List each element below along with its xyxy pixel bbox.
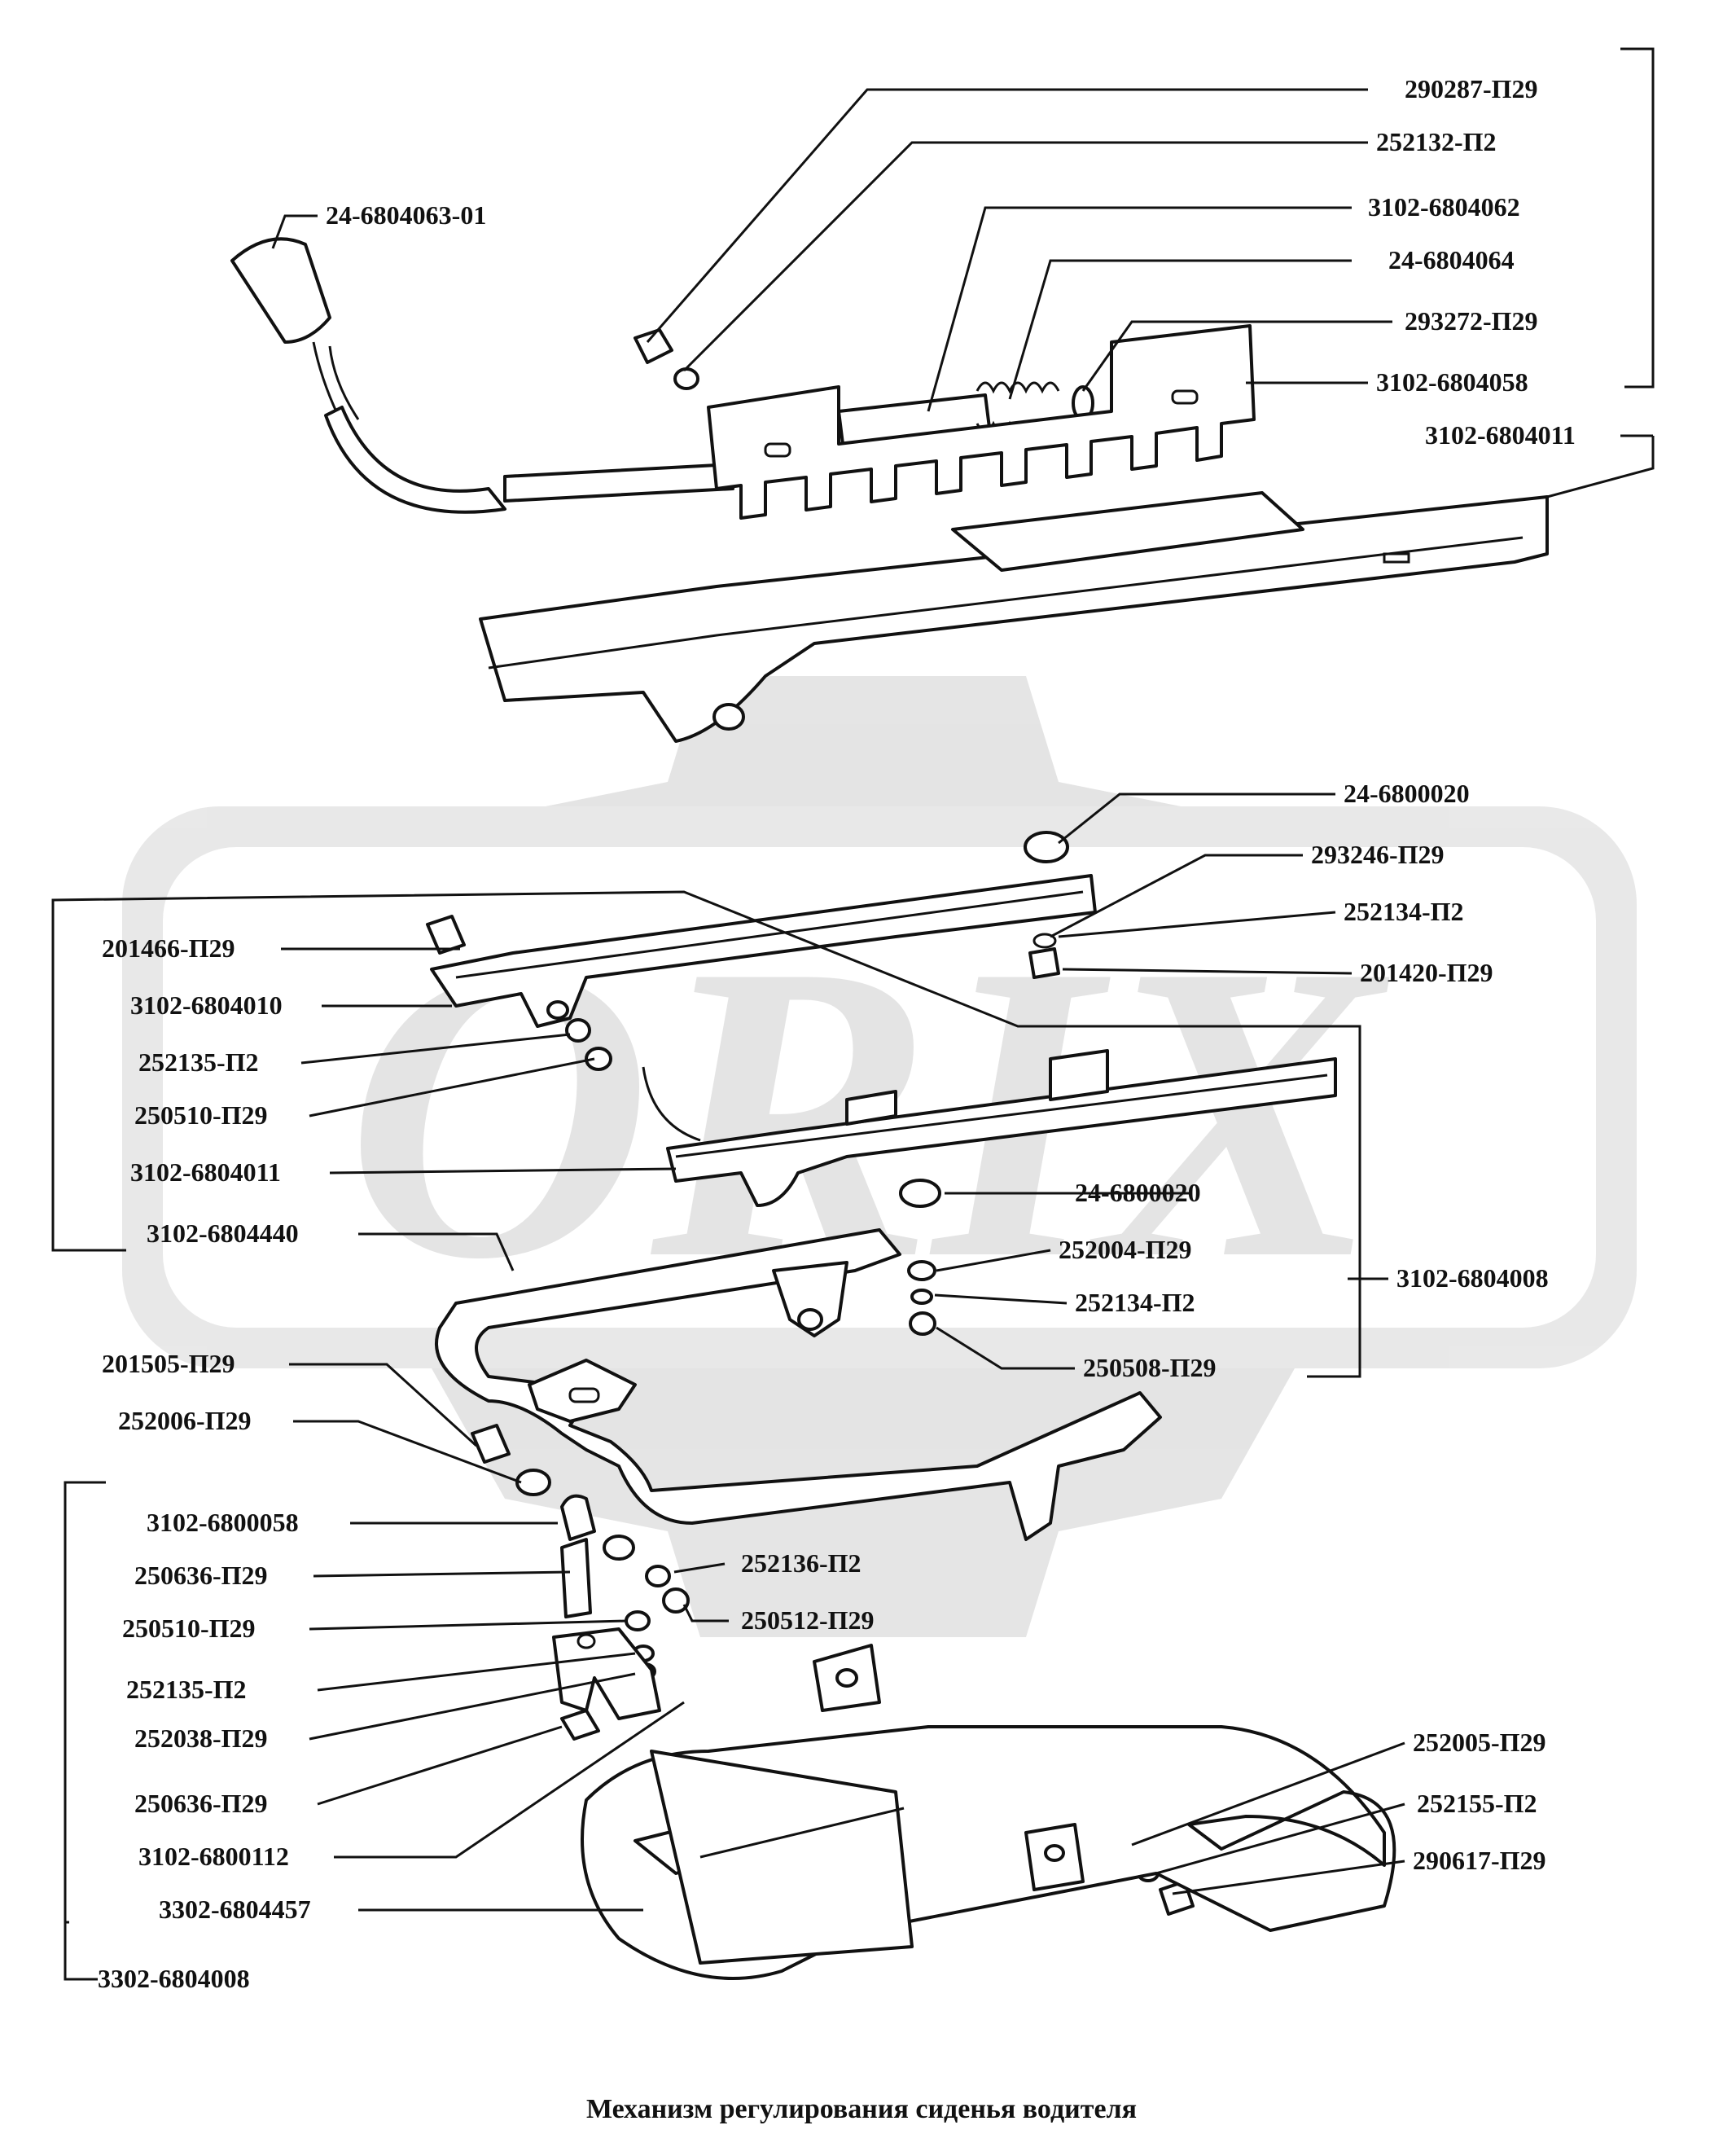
group-bracket-bottom xyxy=(64,1481,106,1981)
label-252134-p2-top: 252134-П2 xyxy=(1344,897,1464,926)
label-252135-p2-mid: 252135-П2 xyxy=(138,1047,259,1077)
label-201420-p29: 201420-П29 xyxy=(1360,958,1493,987)
label-252006-p29: 252006-П29 xyxy=(118,1406,252,1435)
label-24-6804063-01: 24-6804063-01 xyxy=(326,200,486,230)
label-3302-6804457: 3302-6804457 xyxy=(159,1895,311,1924)
label-3102-6804440: 3102-6804440 xyxy=(147,1219,299,1248)
label-3102-6804062: 3102-6804062 xyxy=(1368,192,1520,222)
label-3102-6804010: 3102-6804010 xyxy=(130,990,283,1020)
group-bracket-top xyxy=(1546,47,1655,498)
label-3102-6800112: 3102-6800112 xyxy=(138,1842,289,1871)
label-3102-6804011-mid: 3102-6804011 xyxy=(130,1157,281,1187)
upper-seat-rail xyxy=(479,491,1549,743)
label-24-6800020-mid: 24-6800020 xyxy=(1075,1178,1201,1207)
label-3102-6800058: 3102-6800058 xyxy=(147,1508,299,1537)
label-201466-p29: 201466-П29 xyxy=(102,933,235,963)
toothed-plate xyxy=(707,324,1256,520)
bracket-plate xyxy=(552,1627,661,1720)
part-labels: 290287-П29 252132-П2 3102-6804062 24-680… xyxy=(98,74,1576,1993)
group-bracket-left xyxy=(51,890,1361,1378)
label-252132-p2: 252132-П2 xyxy=(1376,127,1497,156)
label-293246-p29: 293246-П29 xyxy=(1311,840,1445,869)
label-290617-p29: 290617-П29 xyxy=(1413,1846,1546,1875)
lower-base-frame xyxy=(581,1644,1396,1980)
label-3302-6804008: 3302-6804008 xyxy=(98,1964,250,1993)
label-24-6800020-top: 24-6800020 xyxy=(1344,779,1470,808)
label-3102-6804058: 3102-6804058 xyxy=(1376,367,1528,397)
label-24-6804064: 24-6804064 xyxy=(1388,245,1515,274)
label-252155-p2: 252155-П2 xyxy=(1417,1789,1537,1818)
label-250510-p29-low: 250510-П29 xyxy=(122,1614,256,1643)
label-250636-p29-b: 250636-П29 xyxy=(134,1789,268,1818)
handle-knob xyxy=(230,237,360,424)
label-250512-p29: 250512-П29 xyxy=(741,1605,875,1635)
label-252134-p2-mid: 252134-П2 xyxy=(1075,1288,1195,1317)
label-293272-p29: 293272-П29 xyxy=(1405,306,1538,336)
label-252135-p2-low: 252135-П2 xyxy=(126,1675,247,1704)
label-250510-p29-mid: 250510-П29 xyxy=(134,1100,268,1130)
left-slide-rail xyxy=(430,874,1097,1028)
diagram-caption: Механизм регулирования сиденья водителя xyxy=(586,2094,1137,2124)
label-3102-6804008: 3102-6804008 xyxy=(1396,1263,1549,1293)
label-250508-p29: 250508-П29 xyxy=(1083,1353,1217,1382)
middle-fasteners xyxy=(426,831,1069,1336)
label-290287-p29: 290287-П29 xyxy=(1405,74,1538,103)
seat-frame-tube xyxy=(435,1228,1162,1541)
label-3102-6804011-top: 3102-6804011 xyxy=(1425,420,1576,450)
label-252004-p29: 252004-П29 xyxy=(1059,1235,1192,1264)
right-slide-rail xyxy=(642,1049,1337,1207)
adjust-rod xyxy=(324,406,734,514)
label-250636-p29-a: 250636-П29 xyxy=(134,1561,268,1590)
leader-lines xyxy=(271,88,1653,1912)
bolt-small xyxy=(634,328,699,390)
label-252136-p2: 252136-П2 xyxy=(741,1548,862,1578)
label-252038-p29: 252038-П29 xyxy=(134,1723,268,1753)
label-252005-p29: 252005-П29 xyxy=(1413,1728,1546,1757)
label-201505-p29: 201505-П29 xyxy=(102,1349,235,1378)
